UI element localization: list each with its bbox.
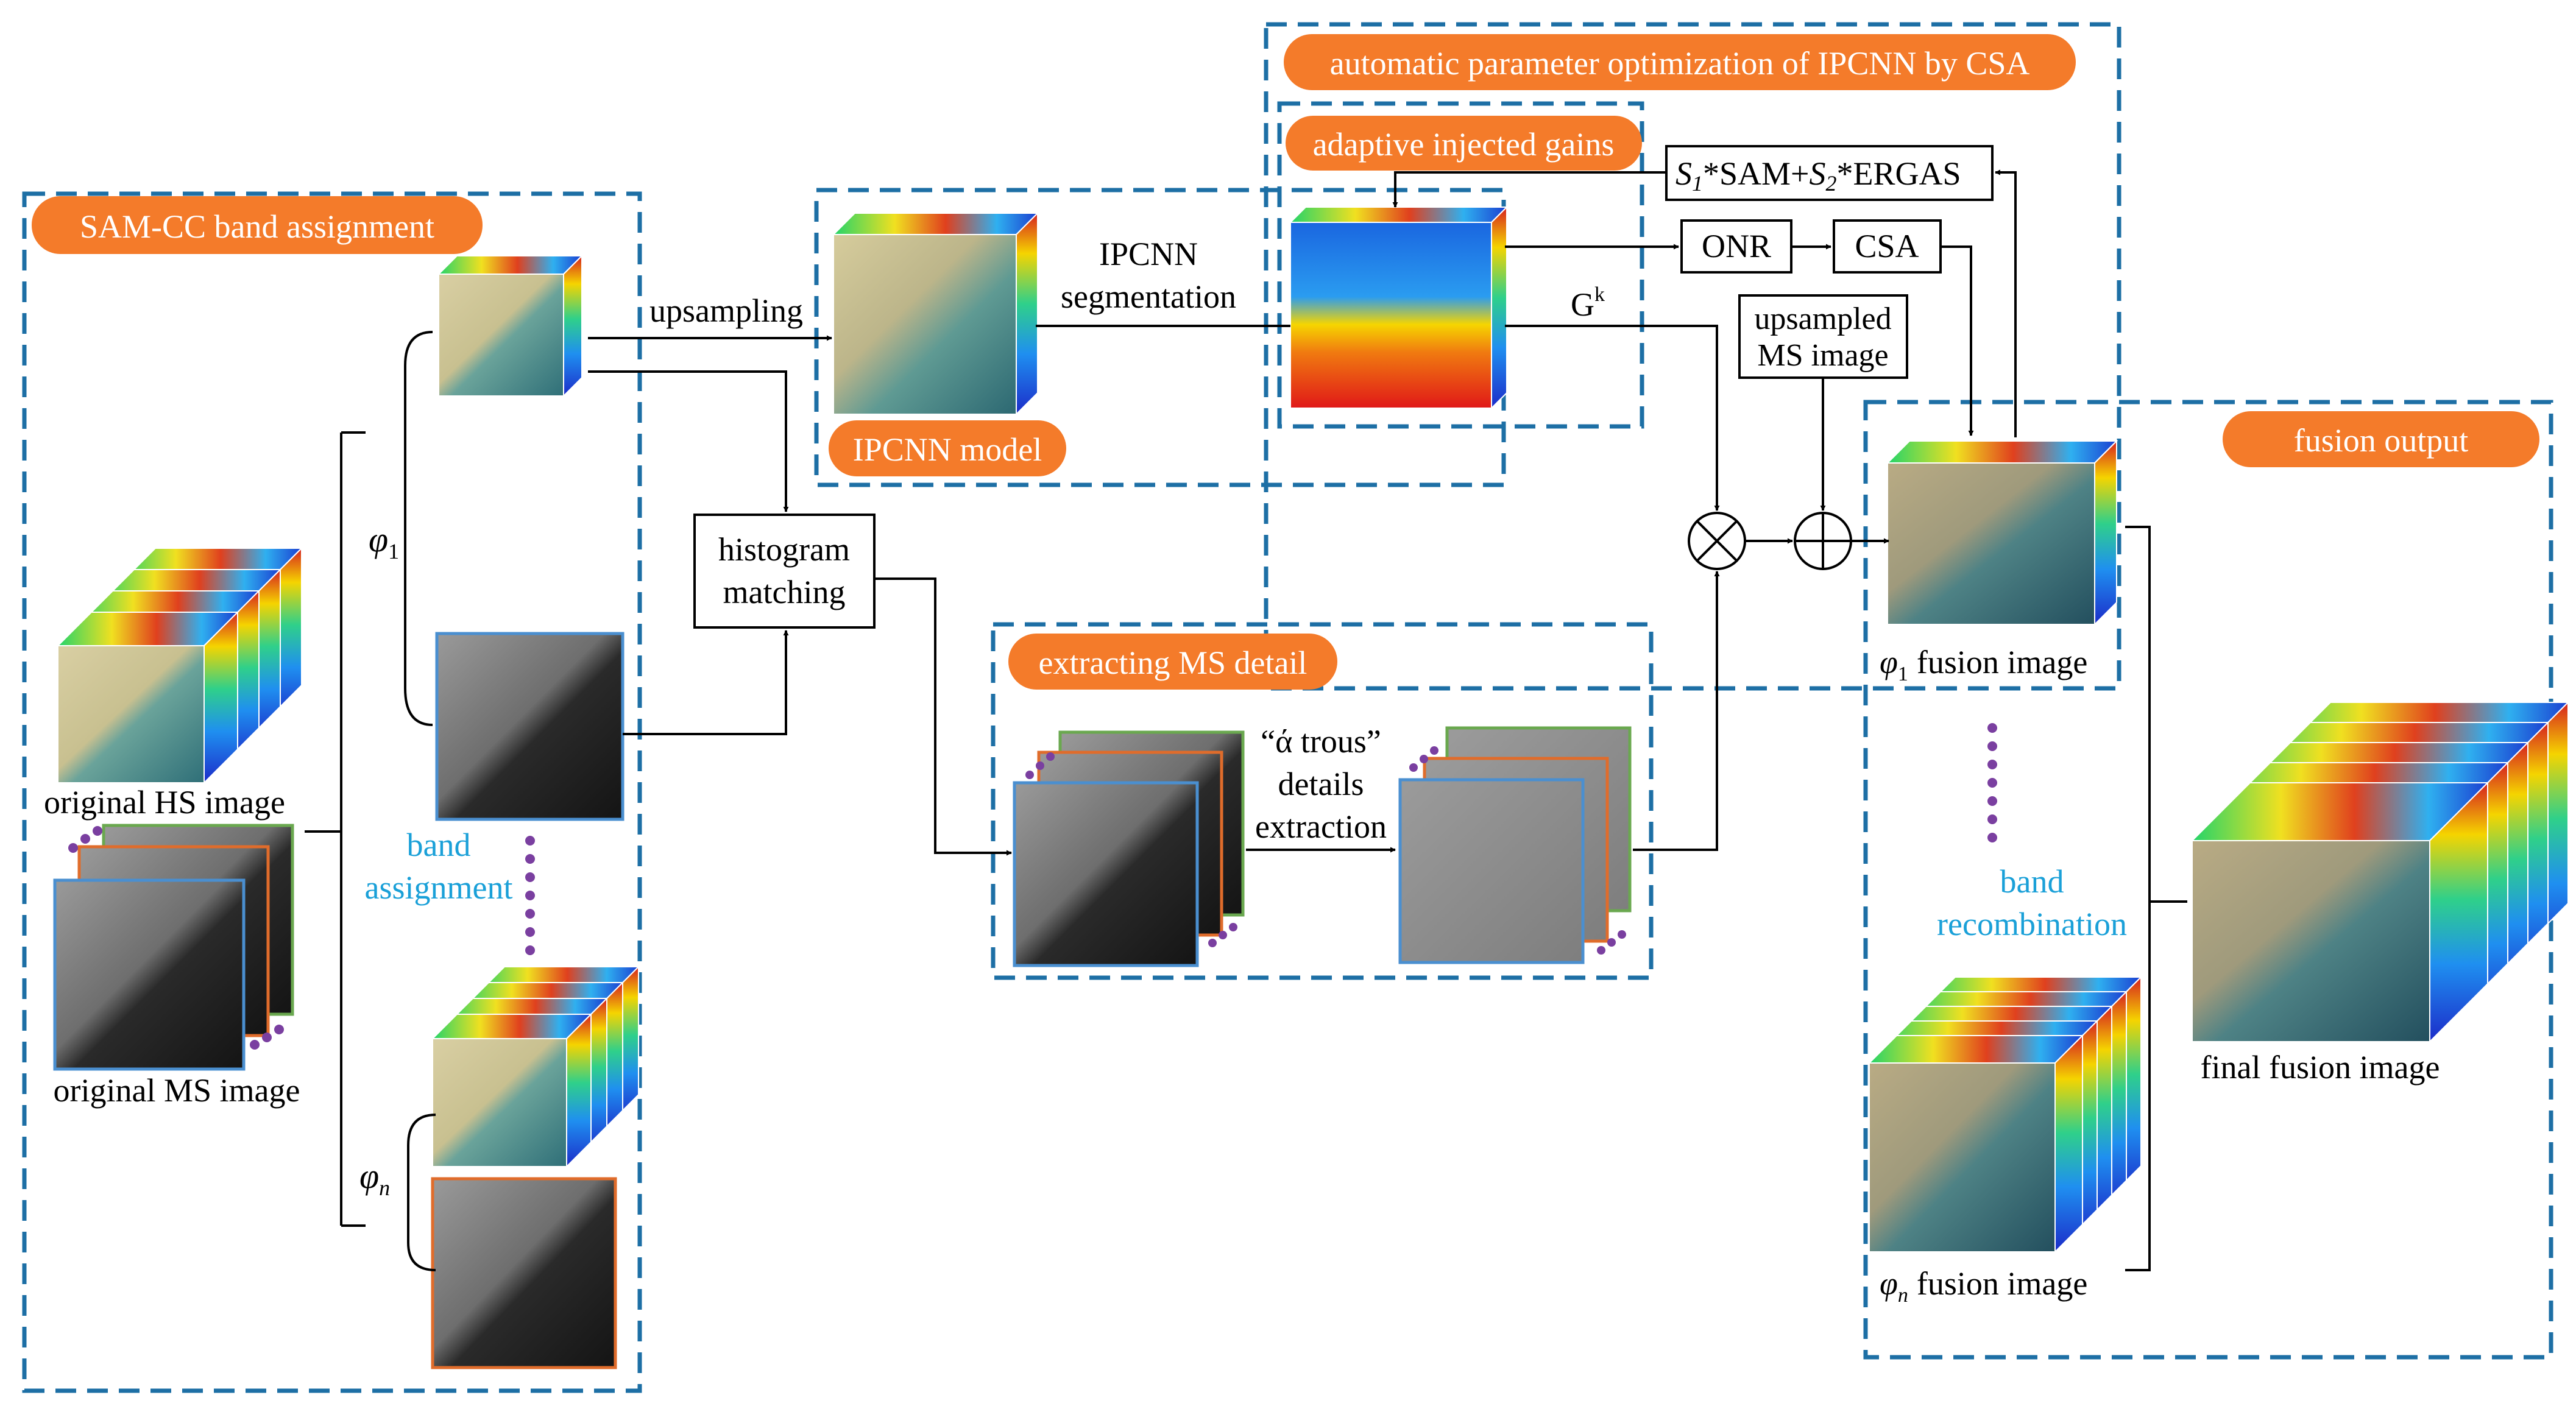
fusion-output-panel — [1863, 400, 2553, 1360]
ms-dots-left — [68, 826, 284, 1050]
fusion-dots — [1987, 723, 1997, 842]
upsampled-label-1: upsampled — [1754, 302, 1891, 336]
ipcnn-seg-label-1: IPCNN — [1099, 236, 1198, 272]
band-recombination-label-1: band — [2000, 863, 2064, 900]
automatic-opt-title: automatic parameter optimization of IPCN… — [1330, 45, 2030, 82]
band-assignment-label-2: assignment — [365, 869, 513, 906]
ms-detail-output-stack — [1398, 726, 1632, 964]
phin-fusion-cube-layer-0 — [1867, 1034, 2084, 1254]
multiply-operator — [1688, 512, 1746, 570]
ipcnn-seg-label-2: segmentation — [1061, 278, 1236, 315]
histogram-label-1: histogram — [718, 531, 850, 568]
pill-extracting-ms: extracting MS detail — [1008, 634, 1337, 690]
onr-label: ONR — [1702, 228, 1771, 264]
formula-text: S1*SAM+S2*ERGAS — [1675, 155, 1961, 196]
ms-detail-input-stack — [1013, 730, 1245, 967]
upsampling-label: upsampling — [649, 292, 803, 329]
sam-cc-panel — [22, 191, 642, 1393]
adaptive-gains-title: adaptive injected gains — [1313, 126, 1615, 163]
band-tile-phin-ms — [431, 1177, 617, 1369]
atrous-label-3: extraction — [1255, 808, 1387, 845]
histogram-label-2: matching — [723, 574, 846, 610]
formula-box: S1*SAM+S2*ERGAS — [1665, 145, 1994, 201]
atrous-label-1: “ά trous” — [1261, 723, 1381, 760]
csa-box: CSA — [1833, 219, 1942, 274]
pill-automatic-opt: automatic parameter optimization of IPCN… — [1284, 34, 2076, 90]
extracting-ms-title: extracting MS detail — [1039, 644, 1307, 681]
phin-symbol: φn — [359, 1156, 390, 1200]
upsampled-label-2: MS image — [1757, 338, 1888, 373]
pill-ipcnn-model: IPCNN model — [829, 420, 1066, 476]
segmentation-cube — [1289, 205, 1509, 410]
band-dots — [525, 836, 535, 955]
original-ms-label: original MS image — [54, 1072, 300, 1109]
adaptive-gains-panel — [1277, 101, 1644, 429]
image-cubes — [56, 205, 2570, 1254]
pill-fusion-output: fusion output — [2223, 411, 2539, 467]
gk-label: Gk — [1571, 283, 1605, 323]
sam-cc-title: SAM-CC band assignment — [80, 208, 434, 245]
final-fusion-label: final fusion image — [2201, 1049, 2440, 1086]
add-operator — [1794, 512, 1852, 570]
band-recombination-label-2: recombination — [1937, 906, 2127, 942]
atrous-label-2: details — [1278, 766, 1364, 802]
fusion-output-title: fusion output — [2294, 422, 2469, 459]
band-tile-phi1-ms — [435, 632, 625, 821]
band-tile-phin-hs-layer-0 — [431, 1012, 593, 1168]
pill-sam-cc: SAM-CC band assignment — [32, 196, 483, 254]
final-fusion-cube-layer-0 — [2190, 781, 2489, 1044]
ipcnn-model-title: IPCNN model — [853, 431, 1042, 468]
histogram-box: histogram matching — [693, 514, 876, 629]
phi1-symbol: φ1 — [369, 520, 399, 563]
csa-label: CSA — [1855, 228, 1919, 264]
original-hs-cube-layer-0 — [56, 610, 239, 785]
onr-box: ONR — [1680, 219, 1792, 274]
band-tile-phi1-hs — [437, 254, 584, 398]
ms-detail-input-dots — [1025, 752, 1237, 947]
upsampled-ms-box: upsampled MS image — [1738, 294, 1908, 379]
original-hs-label: original HS image — [44, 784, 285, 821]
extracting-ms-panel — [991, 622, 1654, 980]
automatic-optimization-panel — [1264, 22, 2121, 691]
original-ms-stack — [53, 824, 294, 1071]
connectors — [305, 169, 2187, 1271]
phi1-fusion-cube — [1886, 439, 2118, 626]
ms-detail-output-dots — [1409, 746, 1626, 955]
band-assignment-label-1: band — [407, 827, 471, 863]
pill-adaptive-gains: adaptive injected gains — [1286, 116, 1642, 171]
ipcnn-model-cube — [832, 211, 1039, 416]
